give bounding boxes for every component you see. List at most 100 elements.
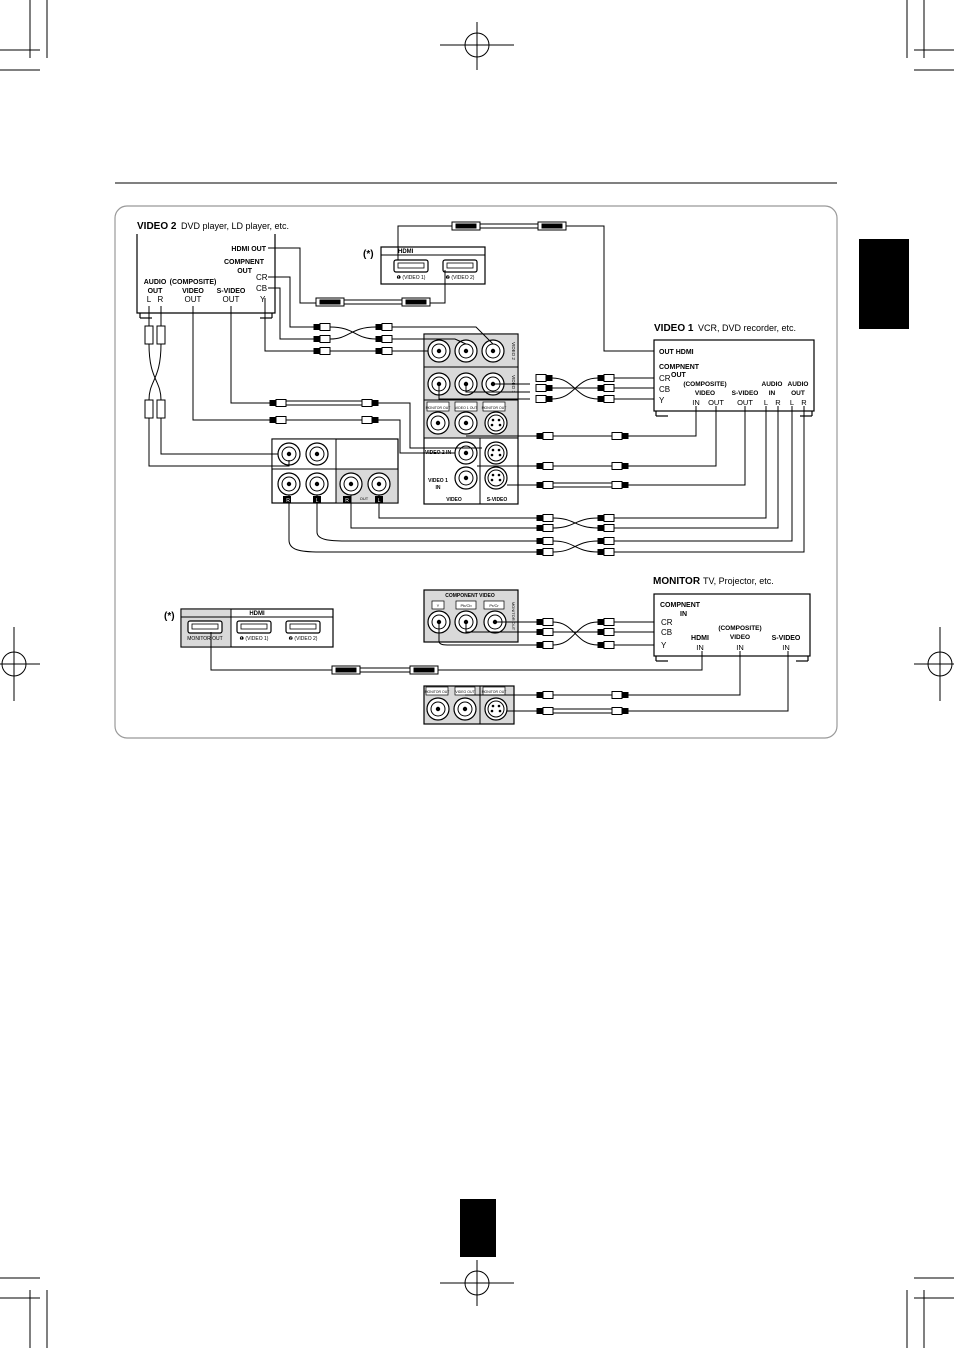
monitor-labels: MONITOR TV, Projector, etc. COMPNENT IN … (653, 576, 801, 652)
receiver-component-video: COMPONENT VIDEO (445, 593, 495, 599)
receiver-audio-l: L (316, 498, 319, 504)
hdmi-bottom-port2: ❷ (VIDEO 2) (289, 636, 318, 642)
asterisk-bottom: (*) (164, 611, 175, 622)
video1-component-1: COMPNENT (659, 364, 700, 371)
receiver-video1-out: VIDEO 1 OUT (455, 406, 478, 410)
hdmi-bottom-panel (180, 608, 334, 648)
video1-audio-out-l: L (790, 398, 794, 407)
receiver-rec-out: OUT (360, 496, 369, 501)
monitor-cr: CR (661, 618, 673, 627)
asterisk-top: (*) (363, 249, 374, 260)
video2-audio-lr: L R (147, 295, 164, 304)
video2-audio-2: OUT (148, 288, 164, 295)
hdmi-top-title: HDMI (398, 249, 414, 255)
registration-mark-left (0, 627, 40, 701)
video2-cb: CB (256, 284, 267, 293)
video1-title: VIDEO 1 (654, 323, 694, 334)
receiver-monitor-panel (423, 685, 515, 725)
monitor-title: MONITOR (653, 576, 701, 587)
monitor-y: Y (661, 641, 667, 650)
monitor-svideo: S-VIDEO (772, 635, 801, 642)
video1-composite-1: (COMPOSITE) (683, 381, 726, 388)
receiver-monitor-out-2: MONITOR OUT (482, 406, 508, 410)
hdmi-bottom-port1: ❶ (VIDEO 1) (240, 636, 269, 642)
video2-hdmi-out: HDMI OUT (231, 246, 266, 253)
receiver-mon-out-c: MONITOR OUT (482, 690, 508, 694)
hdmi-top-labels: (*) HDMI ❶ (VIDEO 1) ❷ (VIDEO 2) (363, 249, 475, 281)
hdmi-top-port1: ❶ (VIDEO 1) (397, 275, 426, 281)
receiver-video-panel (423, 333, 519, 505)
registration-mark-bottom (440, 1260, 514, 1306)
diagram-frame (114, 205, 838, 739)
side-tab (859, 239, 909, 329)
video1-audio-in-1: AUDIO (762, 381, 783, 388)
monitor-subtitle: TV, Projector, etc. (703, 576, 774, 586)
receiver-video2-in: VIDEO 2 IN (425, 450, 452, 456)
hdmi-top-port2: ❷ (VIDEO 2) (446, 275, 475, 281)
video1-audio-in-l: L (764, 398, 768, 407)
monitor-device (653, 593, 811, 662)
video1-audio-out-r: R (801, 398, 807, 407)
registration-mark-top (440, 22, 514, 70)
video2-svideo-1: S-VIDEO (217, 288, 246, 295)
monitor-component-1: COMPNENT (660, 602, 701, 609)
receiver-svideo-label: S-VIDEO (487, 497, 508, 503)
receiver-audio-panel (271, 438, 399, 504)
receiver-comp-pr: Pr/Cr (489, 603, 499, 608)
receiver-monitor-out: MONITOR OUT (426, 406, 452, 410)
monitor-composite-in: IN (736, 643, 744, 652)
video1-cb: CB (659, 385, 670, 394)
video2-labels: VIDEO 2 DVD player, LD player, etc. HDMI… (137, 221, 289, 304)
video2-component-2: OUT (237, 268, 253, 275)
video2-composite-2: VIDEO (182, 288, 204, 295)
video2-cr: CR (256, 273, 268, 282)
cables (144, 221, 805, 715)
video1-cr: CR (659, 374, 671, 383)
receiver-mon-out-b: VIDEO OUT (455, 690, 475, 694)
video2-component-1: COMPNENT (224, 259, 265, 266)
video2-audio-1: AUDIO (144, 279, 167, 286)
video1-y: Y (659, 396, 665, 405)
receiver-video1-tab: VIDEO 1 (511, 375, 516, 393)
hdmi-bottom-monitor-out: MONITOR OUT (187, 636, 222, 642)
hdmi-bottom-labels: (*) HDMI MONITOR OUT ❶ (VIDEO 1) ❷ (VIDE… (164, 611, 318, 642)
video2-composite-1: (COMPOSITE) (170, 279, 217, 286)
video1-out: OUT (708, 398, 724, 407)
video1-audio-in-r: R (775, 398, 781, 407)
video2-title: VIDEO 2 (137, 221, 177, 232)
receiver-comp-y: Y (437, 603, 440, 608)
monitor-hdmi-in: IN (696, 643, 704, 652)
video1-svideo: S-VIDEO (732, 390, 759, 397)
monitor-composite-1: (COMPOSITE) (718, 625, 761, 632)
receiver-labels: VIDEO 2 VIDEO 1 MONITOR OUT VIDEO 1 OUT … (286, 342, 516, 694)
receiver-component-panel (423, 589, 519, 643)
registration-mark-right (914, 627, 954, 701)
video2-y: Y (260, 295, 266, 304)
monitor-hdmi: HDMI (691, 635, 709, 642)
receiver-audio-r: R (286, 498, 290, 504)
video1-out-hdmi: OUT HDMI (659, 349, 694, 356)
video1-in: IN (692, 398, 700, 407)
video2-device (136, 234, 276, 319)
monitor-composite-2: VIDEO (730, 634, 750, 641)
receiver-rec-l: L (378, 498, 381, 504)
receiver-video1-in-2: IN (436, 485, 441, 491)
monitor-svideo-in: IN (782, 643, 790, 652)
receiver-video2-tab: VIDEO 2 (511, 342, 516, 360)
video1-labels: VIDEO 1 VCR, DVD recorder, etc. OUT HDMI… (654, 323, 808, 407)
receiver-comp-pb: Pb/Cb (460, 603, 472, 608)
receiver-video-label: VIDEO (446, 497, 462, 503)
video1-audio-out-1: AUDIO (788, 381, 809, 388)
video1-device (653, 339, 815, 417)
video2-subtitle: DVD player, LD player, etc. (181, 221, 289, 231)
receiver-monitor-tab: MONITOR OUT (511, 602, 516, 631)
video1-svideo-out: OUT (737, 398, 753, 407)
video1-component-2: OUT (671, 372, 687, 379)
receiver-mon-out-a: MONITOR OUT (425, 690, 451, 694)
receiver-video1-in-1: VIDEO 1 (428, 478, 448, 484)
video1-audio-in-2: IN (769, 390, 776, 397)
monitor-cb: CB (661, 628, 672, 637)
video1-composite-2: VIDEO (695, 390, 715, 397)
monitor-component-2: IN (680, 611, 687, 618)
